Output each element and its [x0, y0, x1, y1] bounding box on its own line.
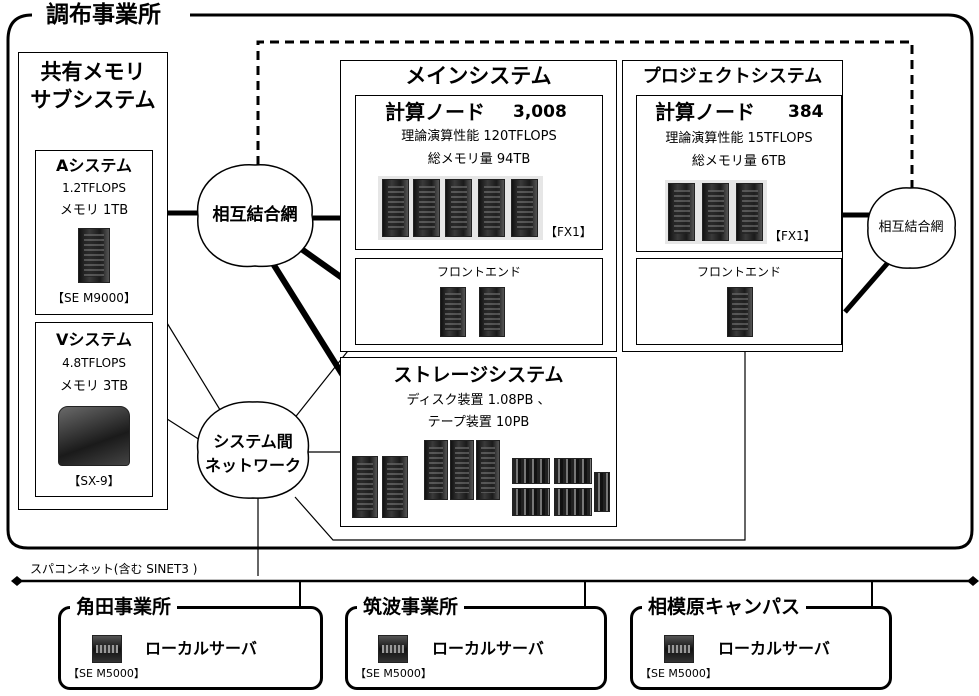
network-label: スパコンネット(含む SINET3 ) [28, 562, 200, 576]
v-system-name: Vシステム [56, 330, 132, 349]
project-compute-racks [665, 180, 767, 244]
link-project-frontend [843, 256, 894, 314]
a-system-server-image [78, 228, 110, 283]
storage-title: ストレージシステム [393, 364, 564, 386]
intersystem-label-2: ネットワーク [204, 456, 301, 475]
shared-memory-title-2: サブシステム [30, 88, 156, 112]
main-perf: 理論演算性能 120TFLOPS [401, 129, 557, 144]
main-compute-count: 3,008 [513, 102, 567, 122]
v-system-model: 【SX-9】 [68, 474, 120, 488]
project-compute-label: 計算ノード [655, 100, 755, 124]
interconnect-main-label: 相互結合網 [212, 205, 298, 225]
storage-tape: テープ装置 10PB [427, 415, 530, 430]
main-compute-label: 計算ノード [385, 100, 485, 124]
site-model-tsukuba: 【SE M5000】 [355, 667, 432, 680]
site-name-sagamihara: 相模原キャンパス [642, 598, 807, 617]
project-perf: 理論演算性能 15TFLOPS [665, 131, 813, 146]
project-frontend-server [727, 287, 753, 337]
main-frontend-server-1 [440, 287, 466, 337]
main-system-title: メインシステム [405, 64, 552, 88]
site-server-image-tsukuba [378, 635, 408, 663]
interconnect-main-cloud [196, 164, 314, 268]
main-model: 【FX1】 [545, 225, 592, 239]
project-model: 【FX1】 [769, 229, 816, 243]
site-model-sagamihara: 【SE M5000】 [640, 667, 717, 680]
site-server-image-kakuda [92, 635, 122, 663]
chofu-title: 調布事業所 [40, 4, 167, 27]
intersystem-cloud [196, 401, 310, 499]
site-name-tsukuba: 筑波事業所 [357, 598, 465, 617]
chofu-frame [6, 13, 974, 550]
shared-memory-title-1: 共有メモリ [40, 60, 146, 84]
main-compute-racks [378, 176, 543, 240]
dashed-link [256, 40, 914, 188]
site-server-tsukuba: ローカルサーバ [432, 639, 544, 658]
v-system-server-image [58, 406, 130, 466]
link-interconnect-storage [269, 260, 355, 392]
storage-equipment-image [350, 436, 610, 521]
interconnect-project-cloud [867, 187, 956, 269]
site-name-kakuda: 角田事業所 [70, 598, 178, 617]
project-frontend-label: フロントエンド [696, 265, 781, 279]
project-compute-count: 384 [788, 102, 824, 122]
main-frontend-label: フロントエンド [436, 265, 521, 279]
interconnect-project-label: 相互結合網 [878, 220, 944, 235]
main-memory: 総メモリ量 94TB [427, 152, 531, 167]
site-model-kakuda: 【SE M5000】 [68, 667, 145, 680]
v-system-memory: メモリ 3TB [59, 379, 129, 394]
a-system-name: Aシステム [56, 156, 132, 175]
a-system-memory: メモリ 1TB [59, 203, 129, 218]
v-system-perf: 4.8TFLOPS [62, 356, 126, 370]
site-server-image-sagamihara [664, 635, 694, 663]
site-server-sagamihara: ローカルサーバ [718, 639, 830, 658]
project-system-title: プロジェクトシステム [642, 66, 823, 87]
site-server-kakuda: ローカルサーバ [145, 639, 257, 658]
a-system-model: 【SE M9000】 [52, 291, 136, 305]
a-system-perf: 1.2TFLOPS [62, 181, 126, 195]
intersystem-label-1: システム間 [213, 432, 293, 451]
storage-disk: ディスク装置 1.08PB 、 [406, 393, 551, 408]
project-memory: 総メモリ量 6TB [691, 154, 787, 169]
main-frontend-server-2 [479, 287, 505, 337]
